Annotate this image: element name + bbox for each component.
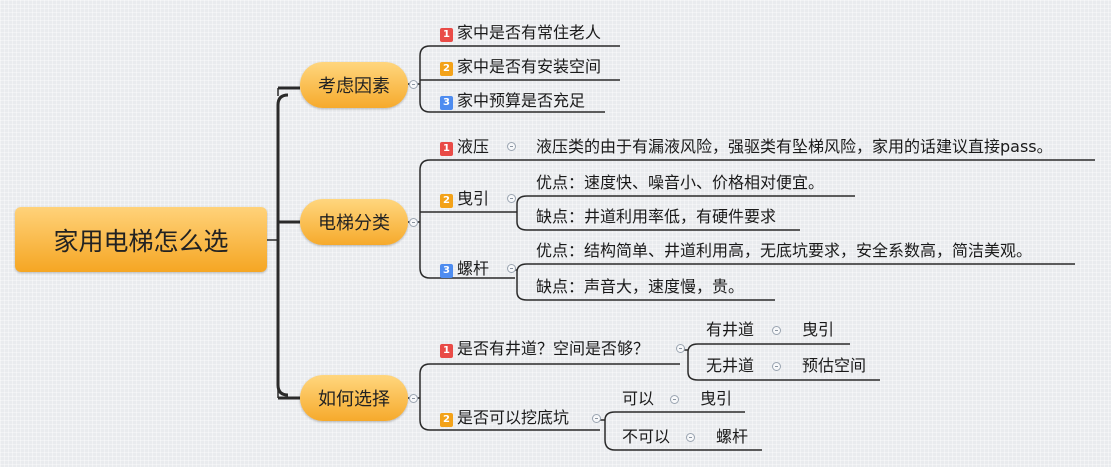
b3-i1-option-2-result[interactable]: 预估空间 [802,356,867,375]
collapse-icon[interactable] [772,326,781,335]
b1-item-1[interactable]: 1 家中是否有常住老人 [440,23,601,43]
b2-item-1[interactable]: 1 液压 [440,137,489,157]
collapse-icon[interactable] [686,433,695,442]
b3-i1-option-1[interactable]: 有井道 [706,320,755,339]
branch-label: 考虑因素 [318,76,390,97]
root-node[interactable]: 家用电梯怎么选 [15,207,267,272]
collapse-icon[interactable] [592,414,601,423]
branch-node-1[interactable]: 考虑因素 [300,62,408,108]
item-label: 是否可以挖底坑 [457,408,570,427]
b3-i2-bracket [600,411,616,451]
b2-item-3[interactable]: 3 螺杆 [440,259,489,279]
collapse-icon[interactable] [507,194,516,203]
b1-item-2[interactable]: 2 家中是否有安装空间 [440,57,601,77]
item-label: 曳引 [457,189,490,208]
collapse-icon[interactable] [409,218,418,227]
b3-i2-option-1-result[interactable]: 曳引 [700,389,733,408]
item-label: 家中预算是否充足 [457,91,586,110]
collapse-icon[interactable] [507,264,516,273]
b2-i2-child-2[interactable]: 缺点：井道利用率低，有硬件要求 [536,207,777,226]
item-label: 螺杆 [457,259,490,278]
priority-1-badge: 1 [440,344,453,358]
priority-2-badge: 2 [440,194,453,208]
root-label: 家用电梯怎么选 [53,226,229,256]
priority-3-badge: 3 [440,96,453,110]
collapse-icon[interactable] [772,362,781,371]
collapse-icon[interactable] [670,395,679,404]
b3-i2-option-2[interactable]: 不可以 [622,427,671,446]
priority-2-badge: 2 [440,413,453,427]
collapse-icon[interactable] [409,394,418,403]
b3-i2-option-2-result[interactable]: 螺杆 [716,427,749,446]
priority-1-badge: 1 [440,142,453,156]
b1-item-3[interactable]: 3 家中预算是否充足 [440,91,585,111]
collapse-icon[interactable] [676,344,685,353]
item-label: 是否有井道？空间是否够？ [457,339,650,358]
b3-i2-option-1[interactable]: 可以 [622,389,655,408]
item-label: 液压 [457,137,490,156]
branch-node-3[interactable]: 如何选择 [300,375,408,421]
priority-1-badge: 1 [440,28,453,42]
b2-i1-child-1[interactable]: 液压类的由于有漏液风险，强驱类有坠梯风险，家用的话建议直接pass。 [536,137,1053,156]
priority-3-badge: 3 [440,264,453,278]
b3-i1-option-2[interactable]: 无井道 [706,356,755,375]
priority-2-badge: 2 [440,62,453,76]
b2-i2-child-1[interactable]: 优点：速度快、噪音小、价格相对便宜。 [536,173,825,192]
collapse-icon[interactable] [507,142,516,151]
b2-i3-child-1[interactable]: 优点：结构简单、井道利用高，无底坑要求，安全系数高，简洁美观。 [536,241,1033,260]
root-trunk [276,93,289,397]
b3-item-2[interactable]: 2 是否可以挖底坑 [440,408,569,428]
branch-label: 电梯分类 [318,213,390,234]
branch-label: 如何选择 [318,389,390,410]
b3-item-1[interactable]: 1 是否有井道？空间是否够？ [440,339,649,359]
b2-i2-bracket [510,195,528,231]
item-label: 家中是否有常住老人 [457,23,602,42]
collapse-icon[interactable] [409,80,418,89]
b2-i3-child-2[interactable]: 缺点：声音大，速度慢，贵。 [536,277,745,296]
b2-i3-bracket [515,263,528,301]
b1-bracket [408,45,431,113]
branch-node-2[interactable]: 电梯分类 [300,199,408,245]
b3-i1-option-1-result[interactable]: 曳引 [802,320,835,339]
item-label: 家中是否有安装空间 [457,57,602,76]
b2-item-2[interactable]: 2 曳引 [440,189,489,209]
